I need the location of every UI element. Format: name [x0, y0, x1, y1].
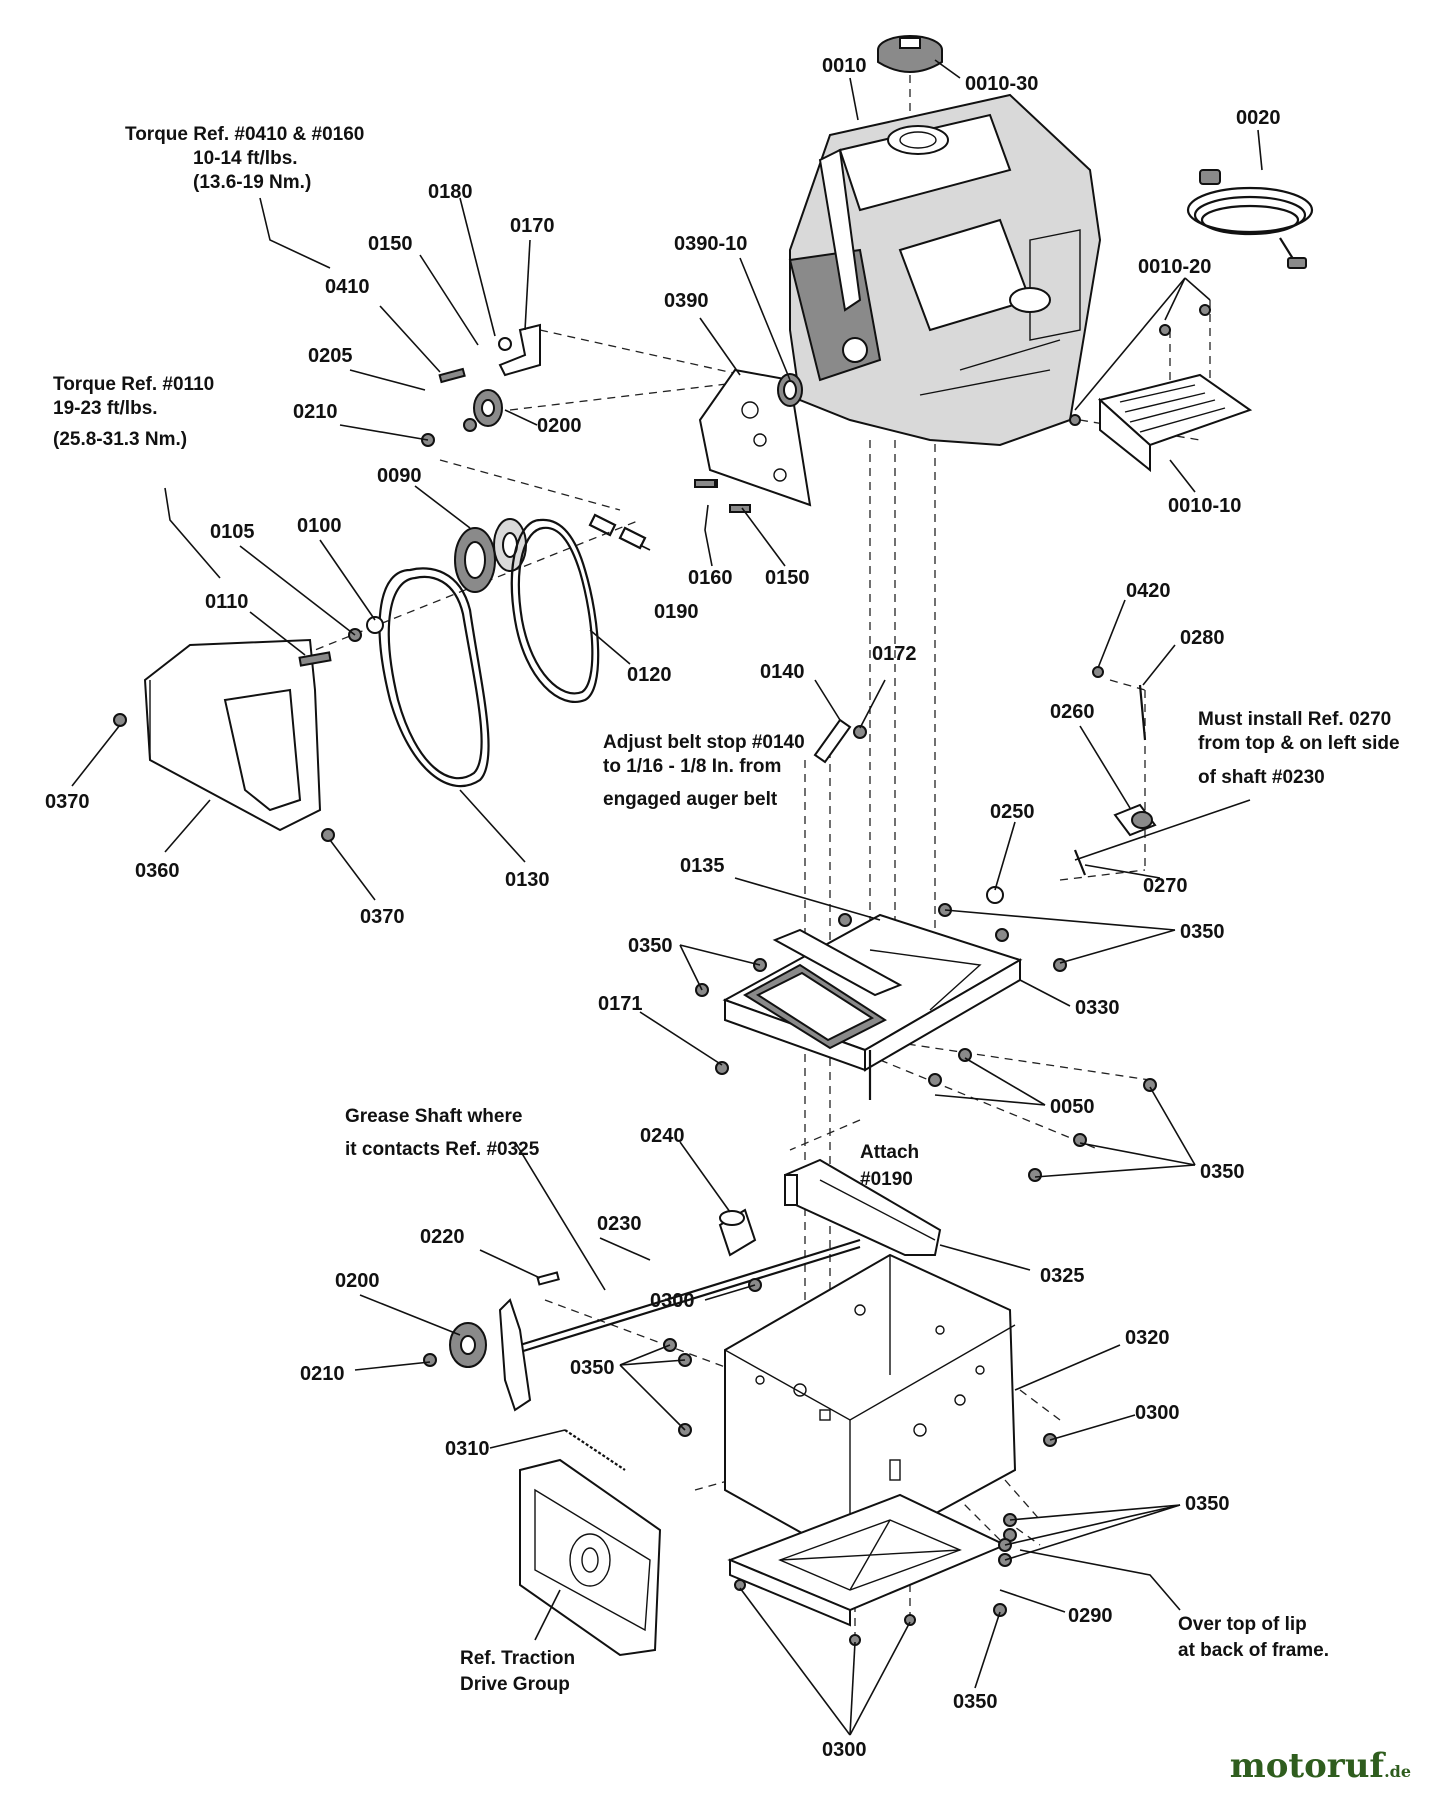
label-0180: 0180	[428, 181, 473, 203]
label-0210-upper: 0210	[293, 401, 338, 423]
label-0200-lower: 0200	[335, 1270, 380, 1292]
label-0410: 0410	[325, 276, 370, 298]
note-over-lip-line1: Over top of lip	[1178, 1614, 1307, 1635]
label-0420: 0420	[1126, 580, 1171, 602]
note-attach-line1: Attach	[860, 1142, 919, 1163]
watermark-logo: motoruf.de	[1230, 1746, 1411, 1786]
label-0370-right: 0370	[360, 906, 405, 928]
label-0135: 0135	[680, 855, 725, 877]
note-traction-line2: Drive Group	[460, 1674, 570, 1695]
fuel-cap	[877, 35, 943, 73]
label-0390-10: 0390-10	[674, 233, 747, 255]
belt-guide-bracket	[694, 368, 812, 507]
support-bracket	[784, 1158, 942, 1256]
extension-cord	[1186, 169, 1314, 269]
label-0350-bottom-right: 0350	[1185, 1493, 1230, 1515]
note-torque-0410-line3: (13.6-19 Nm.)	[193, 172, 311, 193]
label-0150-lower: 0150	[765, 567, 810, 589]
leader-lines	[71, 59, 1263, 1736]
idler-assembly-upper	[421, 323, 647, 550]
label-0100: 0100	[297, 515, 342, 537]
label-0010-20: 0010-20	[1138, 256, 1211, 278]
label-0260: 0260	[1050, 701, 1095, 723]
note-torque-0110-line2: 19-23 ft/lbs.	[53, 398, 158, 419]
note-torque-0410-line2: 10-14 ft/lbs.	[193, 148, 298, 169]
note-must-install-line2: from top & on left side	[1198, 733, 1400, 754]
belt-stop	[813, 718, 867, 764]
label-0300-right: 0300	[1135, 1402, 1180, 1424]
label-0205: 0205	[308, 345, 353, 367]
label-0230: 0230	[597, 1213, 642, 1235]
note-attach-line2: #0190	[860, 1169, 913, 1190]
label-0300-upper: 0300	[650, 1290, 695, 1312]
label-0130: 0130	[505, 869, 550, 891]
label-0220: 0220	[420, 1226, 465, 1248]
label-0120: 0120	[627, 664, 672, 686]
label-0350-plate-right: 0350	[1180, 921, 1225, 943]
label-0200-upper: 0200	[537, 415, 582, 437]
note-torque-0110-line1: Torque Ref. #0110	[53, 374, 214, 395]
label-0310: 0310	[445, 1438, 490, 1460]
part-labels: 0010 0010-30 0020 0010-20 0010-10 0390-1…	[45, 55, 1281, 1761]
notes: Torque Ref. #0410 & #0160 10-14 ft/lbs. …	[53, 124, 1400, 1695]
engine	[788, 93, 1102, 447]
traction-drive-plate	[519, 1458, 662, 1657]
label-0330: 0330	[1075, 997, 1120, 1019]
note-belt-stop-line2: to 1/16 - 1/8 In. from	[603, 756, 781, 777]
label-0320: 0320	[1125, 1327, 1170, 1349]
label-0090: 0090	[377, 465, 422, 487]
main-frame	[724, 1253, 1017, 1562]
frame-plate	[722, 913, 1023, 1100]
label-0350-bottom: 0350	[953, 1691, 998, 1713]
note-belt-stop-line1: Adjust belt stop #0140	[603, 732, 805, 753]
label-0350-frame: 0350	[570, 1357, 615, 1379]
watermark-tld: .de	[1384, 1762, 1411, 1781]
note-grease-line2: it contacts Ref. #0325	[345, 1139, 540, 1160]
belt-cover	[143, 638, 322, 832]
label-0390: 0390	[664, 290, 709, 312]
label-0325: 0325	[1040, 1265, 1085, 1287]
label-0190: 0190	[654, 601, 699, 623]
label-0050: 0050	[1050, 1096, 1095, 1118]
note-torque-0410-line1: Torque Ref. #0410 & #0160	[125, 124, 364, 145]
note-must-install-line3: of shaft #0230	[1198, 767, 1325, 788]
label-0300-bottom: 0300	[822, 1739, 867, 1761]
label-0171: 0171	[598, 993, 643, 1015]
label-0010-30: 0010-30	[965, 73, 1038, 95]
label-0370-left: 0370	[45, 791, 90, 813]
label-0160: 0160	[688, 567, 733, 589]
label-0020: 0020	[1236, 107, 1281, 129]
label-0110: 0110	[205, 591, 248, 613]
note-belt-stop-line3: engaged auger belt	[603, 789, 778, 810]
watermark-name: motoruf	[1229, 1746, 1385, 1786]
shaft-and-spacer	[519, 1208, 861, 1354]
label-0280: 0280	[1180, 627, 1225, 649]
note-over-lip-line2: at back of frame.	[1178, 1640, 1329, 1661]
note-traction-line1: Ref. Traction	[460, 1648, 575, 1669]
label-0290: 0290	[1068, 1605, 1113, 1627]
upper-right-hardware	[986, 666, 1157, 904]
label-0150-upper: 0150	[368, 233, 413, 255]
label-0170: 0170	[510, 215, 555, 237]
label-0270: 0270	[1143, 875, 1188, 897]
label-0105: 0105	[210, 521, 255, 543]
label-0210-lower: 0210	[300, 1363, 345, 1385]
label-0360: 0360	[135, 860, 180, 882]
label-0350-plate-left: 0350	[628, 935, 673, 957]
label-0172: 0172	[872, 643, 917, 665]
engine-shield	[1069, 304, 1253, 473]
note-grease-line1: Grease Shaft where	[345, 1106, 522, 1127]
label-0250: 0250	[990, 801, 1035, 823]
label-0010-10: 0010-10	[1168, 495, 1241, 517]
label-0350-lower-right: 0350	[1200, 1161, 1245, 1183]
label-0140: 0140	[760, 661, 805, 683]
label-0010: 0010	[822, 55, 867, 77]
belts	[378, 518, 600, 788]
note-must-install-line1: Must install Ref. 0270	[1198, 709, 1391, 730]
note-torque-0110-line3: (25.8-31.3 Nm.)	[53, 429, 187, 450]
label-0240: 0240	[640, 1125, 685, 1147]
